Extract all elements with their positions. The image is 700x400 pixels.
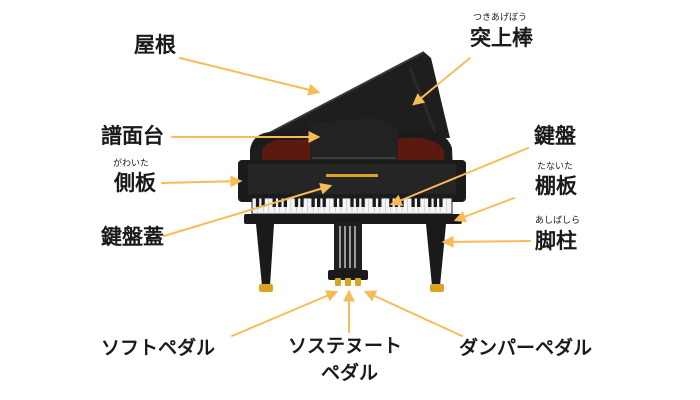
black-key bbox=[339, 198, 343, 207]
label-damper-pedal: ダンパーペダル bbox=[459, 337, 593, 359]
ruby-tsukiagebou: つきあげぼう bbox=[473, 13, 528, 23]
leg-right-caster bbox=[430, 284, 444, 292]
lid-edge bbox=[255, 51, 425, 141]
black-key bbox=[389, 198, 393, 207]
arrow-tsukiagebou bbox=[412, 57, 471, 106]
black-key bbox=[378, 198, 382, 207]
pedal-box bbox=[328, 270, 368, 280]
music-desk bbox=[310, 118, 398, 160]
black-key bbox=[294, 198, 299, 207]
black-key bbox=[417, 198, 421, 207]
black-key bbox=[261, 198, 265, 207]
soft-pedal-shape bbox=[335, 278, 341, 286]
fallboard-strip bbox=[248, 164, 456, 194]
black-keys bbox=[255, 198, 447, 214]
arrow-gawaita bbox=[161, 175, 243, 188]
arrow-tanaita bbox=[453, 197, 515, 223]
ruby-gawaita: がわいた bbox=[113, 159, 150, 169]
key-bed bbox=[244, 214, 462, 224]
leader-arrows bbox=[161, 57, 531, 337]
black-key bbox=[311, 198, 315, 207]
leg-left bbox=[256, 224, 274, 286]
black-key bbox=[433, 198, 437, 207]
black-key bbox=[278, 198, 282, 207]
damper-pedal-shape bbox=[355, 278, 361, 286]
arrow-yane bbox=[179, 57, 321, 96]
label-soft-pedal: ソフトペダル bbox=[101, 337, 216, 359]
sostenuto-pedal-shape bbox=[345, 278, 351, 286]
black-key bbox=[355, 198, 360, 207]
label-kenbanfuta: 鍵盤蓋 bbox=[101, 225, 164, 249]
leg-left-caster bbox=[259, 284, 273, 292]
black-key bbox=[428, 198, 432, 207]
label-tanaita: 棚板 bbox=[535, 174, 577, 198]
black-key bbox=[333, 198, 337, 207]
black-key bbox=[300, 198, 304, 207]
black-key bbox=[350, 198, 354, 207]
label-sostenuto-line1: ソステヌート bbox=[288, 335, 403, 357]
label-kenban: 鍵盤 bbox=[534, 124, 576, 148]
black-key bbox=[322, 198, 326, 207]
label-yane: 屋根 bbox=[134, 33, 176, 57]
arrow-kenbanfuta bbox=[163, 183, 333, 237]
black-key bbox=[283, 198, 287, 207]
arrow-ashibashira bbox=[441, 235, 531, 248]
black-key bbox=[317, 198, 321, 207]
pedal-lyre bbox=[334, 222, 362, 274]
label-fumendai: 譜面台 bbox=[101, 124, 164, 148]
lid bbox=[256, 52, 450, 140]
label-tsukiagebou: 突上棒 bbox=[470, 26, 533, 50]
nameboard bbox=[326, 174, 378, 177]
black-key bbox=[411, 198, 415, 207]
arrow-soft-pedal bbox=[231, 290, 339, 337]
black-key bbox=[361, 198, 365, 207]
black-key bbox=[255, 198, 260, 207]
label-sostenuto-line2: ペダル bbox=[321, 362, 379, 384]
black-key bbox=[372, 198, 376, 207]
leg-right bbox=[426, 224, 446, 286]
ruby-ashibashira: あしばしら bbox=[535, 216, 581, 226]
label-gawaita: 側板 bbox=[114, 171, 156, 195]
label-ashibashira: 脚柱 bbox=[535, 229, 577, 253]
arrow-damper bbox=[363, 290, 463, 337]
arrow-kenban bbox=[389, 147, 529, 206]
lyre-rods bbox=[339, 226, 356, 268]
ruby-tanaita: たないた bbox=[537, 162, 574, 172]
black-key bbox=[439, 198, 443, 207]
